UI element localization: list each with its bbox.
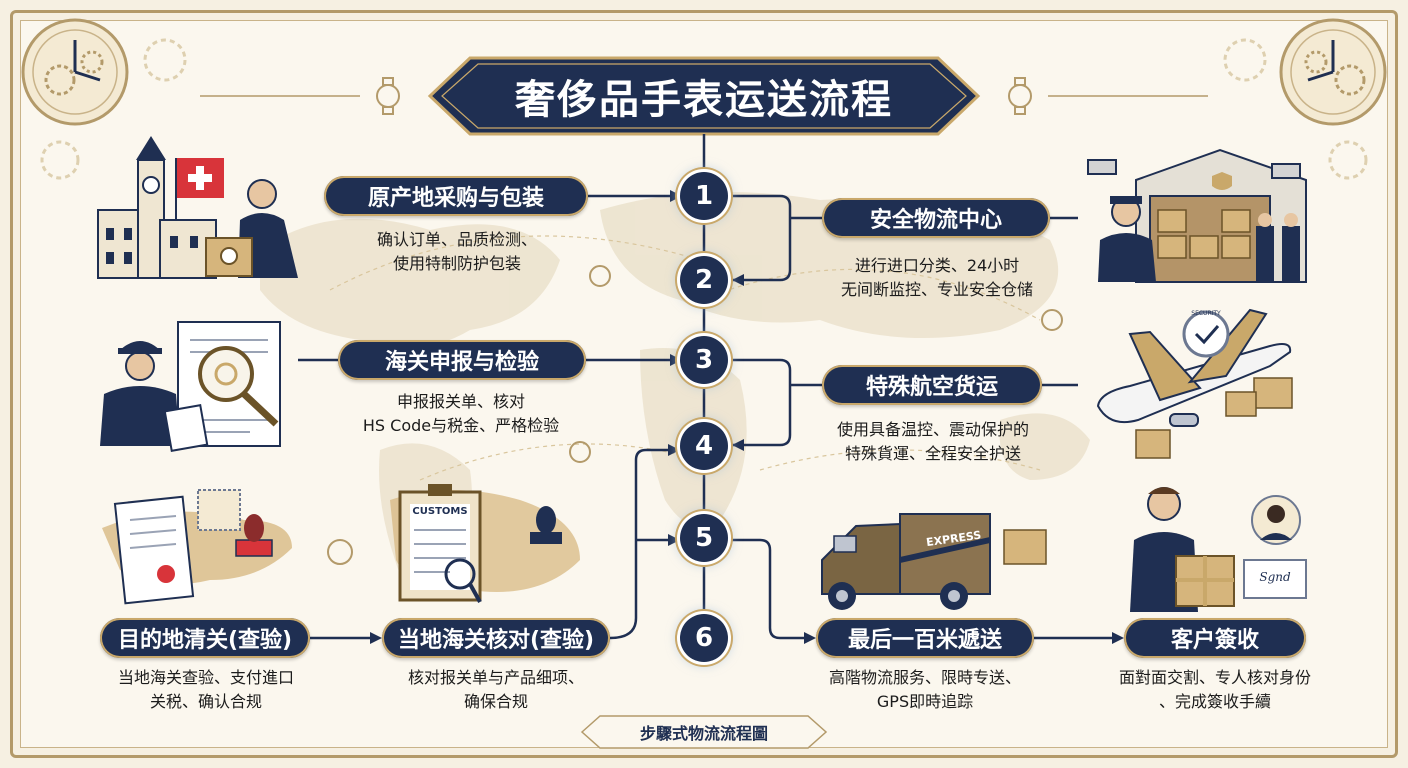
step-desc-customs-declaration: 申报报关单、核对 HS Code与税金、严格检验 [362,392,560,435]
watch-icon [327,77,1063,565]
step-desc-destination-clearance: 当地海关查验、支付進口 关税、确认合规 [117,668,294,711]
step-pill-secure-logistics: 安全物流中心 [822,198,1050,238]
step-desc-air-freight: 使用具备温控、震动保护的 特殊貨運、全程安全护送 [836,420,1029,463]
step-pill-air-freight: 特殊航空货运 [822,365,1042,405]
step-desc-secure-logistics: 进行进口分类、24小时 无间断监控、专业安全仓储 [840,256,1033,299]
security-badge-text: SECURITY [1191,310,1221,317]
clock-corner-top-right-icon [1279,18,1387,126]
arrow-heads [370,190,1124,644]
title-banner [427,56,981,136]
step-desc-local-customs-check: 核对报关单与产品细项、 确保合规 [407,668,584,711]
documents-stamp-illustration [102,489,292,605]
swiss-clocktower-illustration [97,136,298,279]
armored-truck-illustration [821,513,1047,610]
step-pill-local-customs-check: 当地海关核对(查验) [382,618,610,658]
step-pill-client-signoff: 客户簽收 [1124,618,1306,658]
footer-ornament [580,715,828,749]
clock-corner-top-left-icon [21,18,129,126]
gear-decor-icons [40,38,1368,180]
step-desc-client-signoff: 面對面交割、专人核对身份 、完成簽收手續 [1118,668,1311,711]
footer-caption: 步驟式物流流程圖 [639,724,768,743]
step-node-4: 4 [680,422,728,470]
page-title: 奢侈品手表运送流程 [515,77,893,123]
client-receiving-illustration [1130,487,1307,612]
signature-text: Sgnd [1259,570,1291,584]
step-pill-origin-purchase: 原产地采购与包装 [324,176,588,216]
step-node-3: 3 [680,336,728,384]
step-node-5: 5 [680,514,728,562]
cargo-airplane-illustration [1096,308,1293,459]
connector-arrows [298,194,1112,640]
step-node-6: 6 [680,614,728,662]
map-route-lines [329,235,1041,481]
customs-clipboard-illustration [390,484,580,603]
step-node-2: 2 [680,256,728,304]
step-pill-last-mile: 最后一百米遞送 [816,618,1034,658]
step-desc-last-mile: 高階物流服务、限時专送、 GPS即時追踪 [828,668,1021,711]
customs-officer-illustration [100,321,281,452]
step-pill-customs-declaration: 海关申报与检验 [338,340,586,380]
secure-warehouse-illustration [1087,148,1307,283]
clipboard-label: CUSTOMS [412,506,468,517]
step-node-1: 1 [680,172,728,220]
step-desc-origin-purchase: 确认订单、品质检测、 使用特制防护包装 [376,230,537,273]
step-pill-destination-clearance: 目的地清关(查验) [100,618,310,658]
outer-frame [10,10,1398,758]
